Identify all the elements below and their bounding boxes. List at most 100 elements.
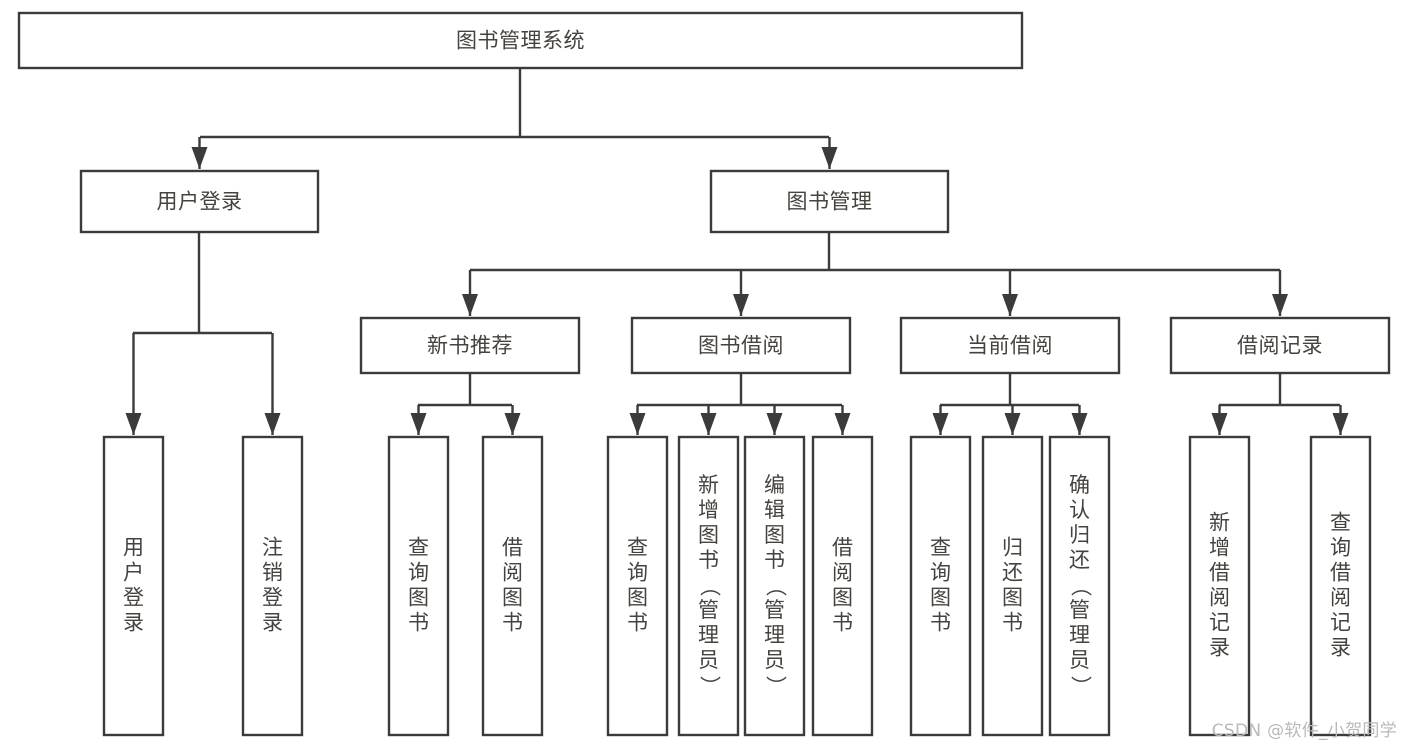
leaf-label-char: 图 <box>764 523 785 547</box>
leaf-label-char: 书 <box>502 611 523 635</box>
arrow-to-leaf-3 <box>504 413 521 435</box>
leaf-label-char: 询 <box>930 561 951 585</box>
leaf-label-char: 归 <box>1069 523 1090 547</box>
leaf-label-char: 阅 <box>1209 586 1230 610</box>
leaf-node-0-用户登录[interactable] <box>102 435 165 737</box>
arrow-to-借阅记录 <box>1272 294 1288 316</box>
leaf-label-char: 书 <box>627 611 648 635</box>
arrow-to-新书推荐 <box>462 294 478 316</box>
node-借阅记录[interactable] <box>1169 316 1391 375</box>
leaf-label-char: 还 <box>1069 548 1090 572</box>
leaf-label-char: 图 <box>1002 586 1023 610</box>
arrow-to-leaf-5 <box>700 413 717 435</box>
node-用户登录[interactable] <box>79 169 320 234</box>
leaf-node-6-编辑图书管理员[interactable] <box>743 435 806 737</box>
leaf-label-char: 员 <box>1069 648 1090 672</box>
leaf-label-char: 书 <box>832 611 853 635</box>
leaf-label-char: （ <box>1069 576 1093 597</box>
leaf-label-char: 书 <box>764 548 785 572</box>
leaf-label-char: 借 <box>1209 561 1230 585</box>
leaf-label-char: 录 <box>1209 636 1230 660</box>
leaf-label-char: 登 <box>123 586 144 610</box>
node-label-用户登录: 用户登录 <box>157 190 243 214</box>
leaf-node-12-查询借阅记录[interactable] <box>1309 435 1372 737</box>
leaf-label-char: ） <box>698 676 722 697</box>
node-新书推荐[interactable] <box>359 316 581 375</box>
arrow-to-leaf-10 <box>1071 413 1088 435</box>
leaf-label-char: 登 <box>262 586 283 610</box>
leaf-node-10-确认归还管理员[interactable] <box>1048 435 1111 737</box>
leaf-node-1-注销登录[interactable] <box>241 435 304 737</box>
leaf-node-9-归还图书[interactable] <box>981 435 1044 737</box>
leaf-label-char: 阅 <box>502 561 523 585</box>
leaf-label-char: ） <box>764 676 788 697</box>
leaf-label-char: 认 <box>1069 498 1090 522</box>
leaf-label-char: 员 <box>764 648 785 672</box>
leaf-label-char: 借 <box>832 536 853 560</box>
root-node-图书管理系统[interactable] <box>17 11 1024 70</box>
node-label-图书管理: 图书管理 <box>787 190 873 214</box>
leaf-label-char: 新 <box>698 473 719 497</box>
leaf-label-char: 户 <box>123 561 144 585</box>
leaf-label-char: 阅 <box>1330 586 1351 610</box>
leaf-label-char: 注 <box>262 536 283 560</box>
leaf-node-8-查询图书[interactable] <box>909 435 972 737</box>
label-layer: 图书管理系统用户登录图书管理新书推荐图书借阅当前借阅借阅记录用户登录注销登录查询… <box>123 29 1351 697</box>
leaf-label-char: 询 <box>408 561 429 585</box>
leaf-label-char: 图 <box>930 586 951 610</box>
leaf-label-char: 借 <box>502 536 523 560</box>
leaf-node-label-0: 用户登录 <box>123 536 144 635</box>
arrow-to-leaf-1 <box>264 413 281 435</box>
leaf-label-char: 录 <box>1330 636 1351 660</box>
leaf-node-11-新增借阅记录[interactable] <box>1188 435 1251 737</box>
leaf-label-char: 确 <box>1069 473 1090 497</box>
leaf-label-char: 查 <box>627 536 648 560</box>
leaf-label-char: 归 <box>1002 536 1023 560</box>
leaf-node-4-查询图书[interactable] <box>606 435 669 737</box>
node-label-借阅记录: 借阅记录 <box>1237 334 1323 358</box>
leaf-label-char: 书 <box>698 548 719 572</box>
leaf-node-2-查询图书[interactable] <box>387 435 450 737</box>
node-图书管理[interactable] <box>709 169 950 234</box>
leaf-label-char: 还 <box>1002 561 1023 585</box>
arrow-to-leaf-7 <box>834 413 851 435</box>
leaf-label-char: 辑 <box>764 498 785 522</box>
leaf-label-char: 询 <box>627 561 648 585</box>
leaf-node-7-借阅图书[interactable] <box>811 435 874 737</box>
leaf-node-5-新增图书管理员[interactable] <box>677 435 740 737</box>
leaf-label-char: 录 <box>123 611 144 635</box>
leaf-label-char: 增 <box>1209 536 1230 560</box>
node-label-当前借阅: 当前借阅 <box>967 334 1053 358</box>
leaf-node-3-借阅图书[interactable] <box>481 435 544 737</box>
leaf-label-char: 图 <box>408 586 429 610</box>
leaf-label-char: 用 <box>123 536 144 560</box>
leaf-label-char: 书 <box>930 611 951 635</box>
leaf-label-char: （ <box>764 576 788 597</box>
leaf-label-char: 查 <box>408 536 429 560</box>
leaf-label-char: 图 <box>502 586 523 610</box>
leaf-label-char: ） <box>1069 676 1093 697</box>
leaf-label-char: 书 <box>1002 611 1023 635</box>
arrow-to-leaf-9 <box>1004 413 1021 435</box>
arrow-to-leaf-6 <box>766 413 783 435</box>
node-图书借阅[interactable] <box>630 316 852 375</box>
leaf-label-char: 理 <box>1069 623 1090 647</box>
arrow-to-图书管理 <box>821 147 838 169</box>
arrow-to-leaf-11 <box>1211 413 1228 435</box>
arrow-to-当前借阅 <box>1002 294 1018 316</box>
leaf-label-char: 图 <box>832 586 853 610</box>
node-当前借阅[interactable] <box>899 316 1121 375</box>
leaf-label-char: 图 <box>627 586 648 610</box>
leaf-label-char: 编 <box>764 473 785 497</box>
arrow-to-图书借阅 <box>733 294 749 316</box>
